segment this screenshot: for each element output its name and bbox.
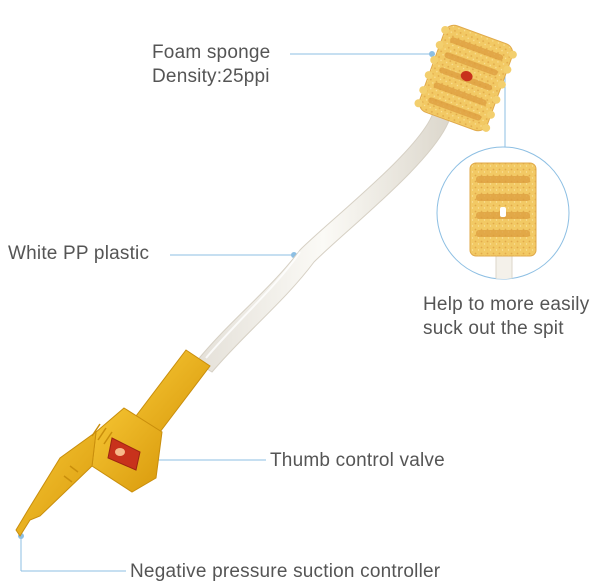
help-line-2: suck out the spit bbox=[423, 318, 564, 339]
sponge-detail-inset bbox=[436, 146, 570, 280]
yellow-handle bbox=[15, 349, 211, 537]
help-line-1: Help to more easily bbox=[423, 294, 590, 315]
suction-hole bbox=[460, 70, 473, 82]
negative-pressure-controller-label: Negative pressure suction controller bbox=[130, 561, 441, 582]
foam-sponge-title: Foam sponge bbox=[152, 42, 271, 63]
foam-sponge bbox=[414, 24, 517, 132]
foam-sponge-density: Density:25ppi bbox=[152, 66, 270, 87]
white-tube bbox=[195, 112, 451, 373]
help-label: Help to more easily suck out the spit bbox=[423, 293, 589, 341]
inset-hole-icon bbox=[500, 207, 506, 217]
foam-sponge-label: Foam sponge Density:25ppi bbox=[152, 41, 270, 89]
white-pp-plastic-label: White PP plastic bbox=[8, 243, 150, 264]
thumb-control-valve-label: Thumb control valve bbox=[270, 450, 445, 471]
